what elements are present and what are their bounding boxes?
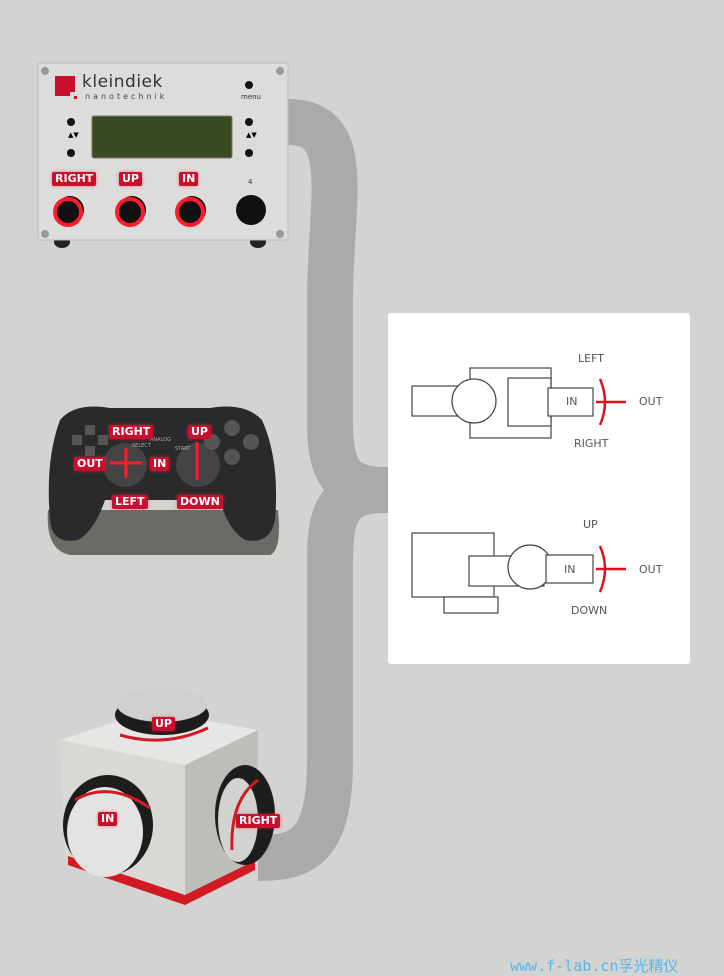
- knob-4-label: 4: [248, 178, 253, 186]
- gamepad: SELECT START ANALOG RIGHT UP OUT IN LEFT…: [0, 380, 300, 570]
- gamepad-left-label: LEFT: [112, 495, 148, 509]
- diagram-bottom-up-label: UP: [583, 518, 598, 531]
- diagram-bottom-out-label: OUT: [639, 563, 663, 576]
- controller-box: ▲▼ ▲▼ kleindiek nanotechnik menu 4 RIGHT…: [0, 0, 300, 260]
- arrow-updown-icon: ▲▼: [68, 131, 79, 139]
- gamepad-right-label: RIGHT: [109, 425, 154, 439]
- analog-button-label: ANALOG: [150, 437, 171, 443]
- joystick-cube: UP IN RIGHT: [0, 680, 300, 920]
- brand-logo-subtext: nanotechnik: [85, 92, 168, 101]
- gamepad-down-label: DOWN: [177, 495, 223, 509]
- cube-in-label: IN: [98, 812, 118, 826]
- diagram-bottom-in-label: IN: [564, 563, 576, 576]
- diagram-top-right-label: RIGHT: [574, 437, 609, 450]
- knob-up-label: UP: [119, 172, 142, 186]
- gamepad-up-label: UP: [188, 425, 211, 439]
- gamepad-out-label: OUT: [74, 457, 106, 471]
- brand-logo-text: kleindiek: [82, 72, 163, 92]
- diagram-bottom-down-label: DOWN: [571, 604, 608, 617]
- arrow-updown-icon: ▲▼: [246, 131, 257, 139]
- cube-up-label: UP: [152, 717, 175, 731]
- watermark: www.f-lab.cn孚光精仪: [510, 957, 679, 975]
- knob-in-label: IN: [179, 172, 199, 186]
- diagram-top-in-label: IN: [566, 395, 578, 408]
- gamepad-in-label: IN: [150, 457, 170, 471]
- diagram-top-out-label: OUT: [639, 395, 663, 408]
- manipulator-diagrams: [411, 367, 626, 614]
- motion-diagram-panel: LEFT RIGHT IN OUT UP DOWN IN OUT: [388, 313, 690, 664]
- select-button-label: SELECT: [132, 443, 151, 449]
- menu-label: menu: [241, 93, 261, 101]
- start-button-label: START: [175, 446, 191, 452]
- diagram-top-left-label: LEFT: [578, 352, 604, 365]
- knob-right-label: RIGHT: [52, 172, 97, 186]
- cube-right-label: RIGHT: [236, 814, 281, 828]
